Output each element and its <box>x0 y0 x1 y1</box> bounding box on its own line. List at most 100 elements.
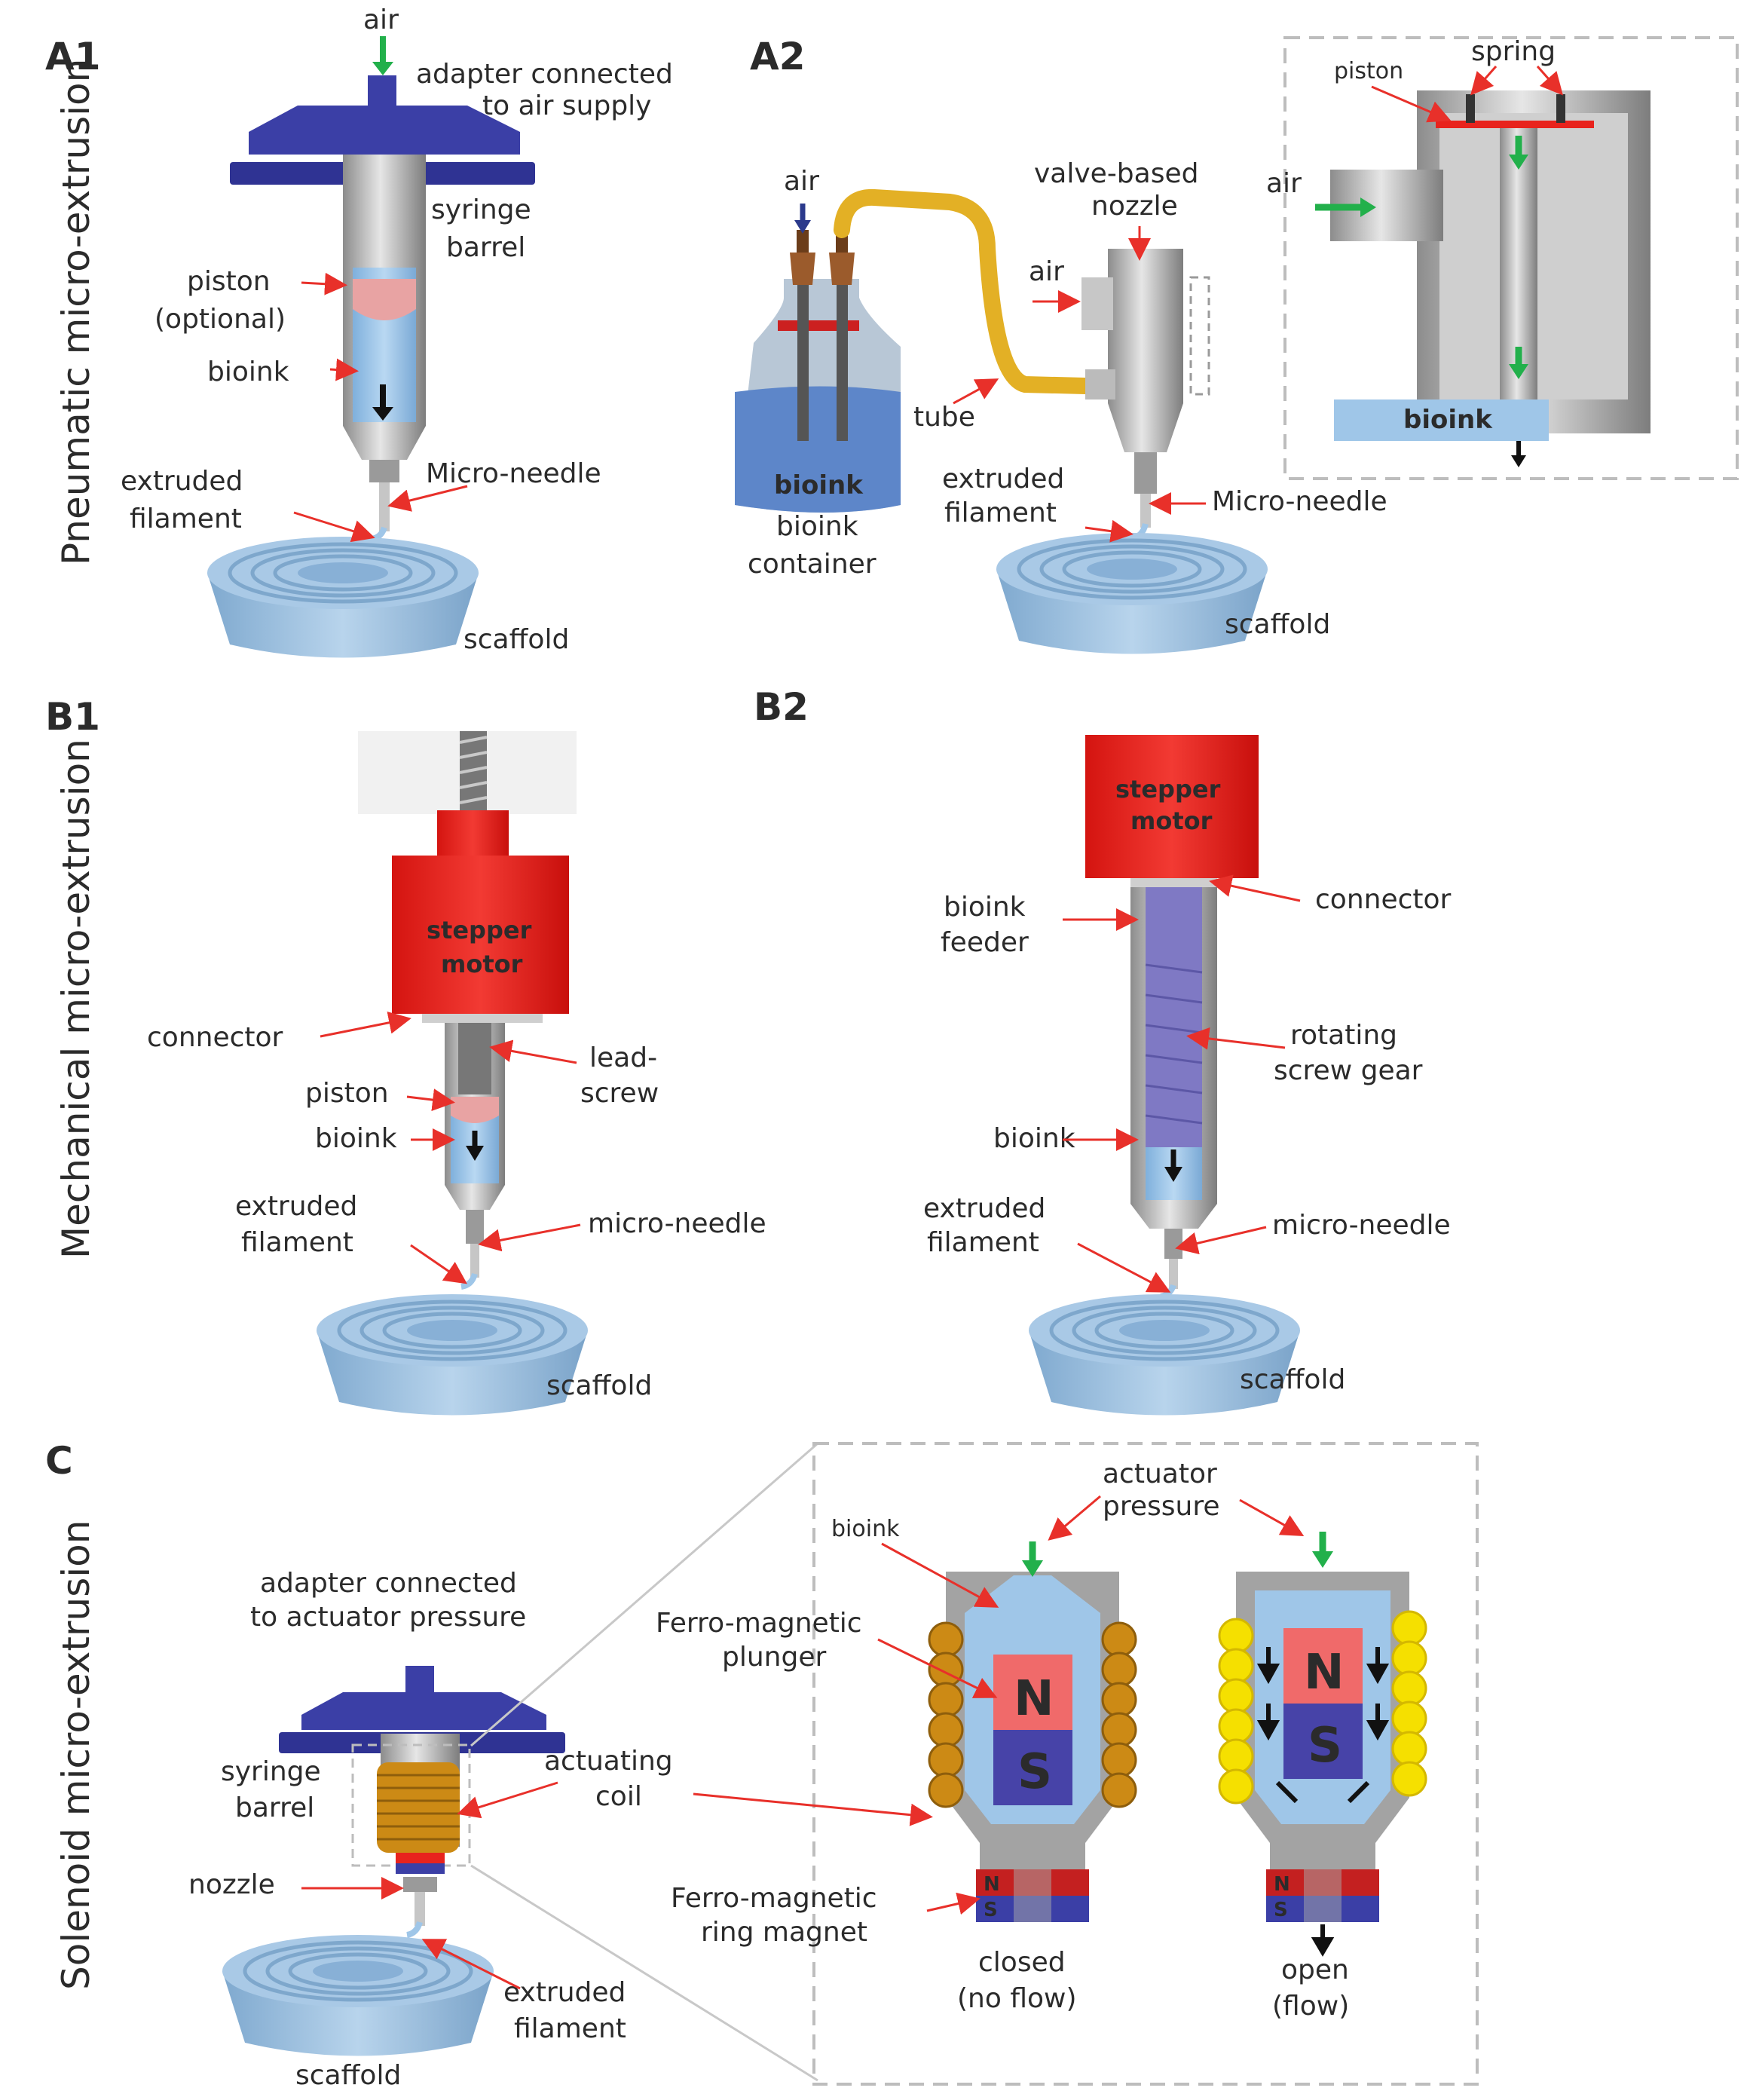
a2-valve-nozzle <box>1081 249 1210 541</box>
b1-micro-needle-label: micro-needle <box>588 1208 766 1239</box>
panel-label-a1: A1 <box>45 35 101 78</box>
c-coil-open-left <box>1218 1618 1254 1805</box>
a2-valve-label-1: valve-based <box>1034 158 1198 189</box>
c-coil-open-right <box>1391 1610 1427 1797</box>
c-valve-open: N S N S <box>1236 1532 1409 1957</box>
b2-extruded-label-1: extruded <box>923 1193 1045 1224</box>
c-extruded-label-1: extruded <box>503 1977 626 2008</box>
b2-feeder-label-1: bioink <box>944 892 1026 923</box>
c-closed-ring-north: N <box>984 1873 1000 1896</box>
c-open-ring-south: S <box>1274 1899 1288 1921</box>
b2-motor-text-2: motor <box>1130 807 1213 835</box>
b2-pointer-lines <box>1063 874 1301 1293</box>
a2-inset-piston-label: piston <box>1334 58 1403 84</box>
a2-container-label-1: bioink <box>776 511 858 542</box>
a2-air-side-label: air <box>1029 256 1064 287</box>
a1-piston-label-2: (optional) <box>154 304 286 335</box>
c-coil-label-2: coil <box>595 1781 642 1812</box>
b1-motor-text-1: stepper <box>427 916 532 944</box>
b1-motor-text-2: motor <box>441 950 523 978</box>
b1-lead-label-1: lead- <box>589 1042 657 1073</box>
a2-container-label-2: container <box>748 549 876 580</box>
c-adapter-label-2: to actuator pressure <box>250 1602 526 1633</box>
side-label-solenoid: Solenoid micro-extrusion <box>54 1520 98 1990</box>
c-extruded-label-2: filament <box>514 2013 626 2044</box>
b1-scaffold-label: scaffold <box>546 1370 652 1401</box>
c-closed-south: S <box>1017 1744 1052 1800</box>
b1-bioink-label: bioink <box>315 1123 397 1154</box>
c-scaffold <box>222 1935 494 2056</box>
b2-scaffold-label: scaffold <box>1240 1364 1345 1395</box>
panel-label-a2: A2 <box>750 35 806 78</box>
b2-extruded-label-2: filament <box>927 1227 1039 1258</box>
a2-inset-spring-label: spring <box>1471 36 1556 67</box>
b2-gear-label-2: screw gear <box>1274 1055 1423 1086</box>
c-inset-pointers <box>693 1495 1305 1915</box>
a1-bioink-label: bioink <box>207 357 289 387</box>
c-ring-label-1: Ferro-magnetic <box>671 1883 877 1914</box>
side-label-pneumatic: Pneumatic micro-extrusion <box>54 59 98 565</box>
panel-label-b2: B2 <box>754 685 809 729</box>
a2-extruded-label-1: extruded <box>942 464 1064 494</box>
a1-extruded-label-1: extruded <box>121 466 243 497</box>
b1-piston-label: piston <box>305 1078 389 1109</box>
a1-extruded-label-2: filament <box>130 504 242 534</box>
b2-bioink-label: bioink <box>993 1123 1075 1154</box>
c-open-south: S <box>1308 1718 1342 1774</box>
a2-inset-frame <box>1283 36 1739 480</box>
c-open-label-2: (flow) <box>1272 1991 1349 2022</box>
b1-extruded-label-1: extruded <box>235 1191 357 1222</box>
c-zoom-line-bottom <box>470 1864 818 2082</box>
c-syringe-label-1: syringe <box>221 1756 321 1787</box>
b1-mechanical-syringe: stepper motor <box>358 731 577 1290</box>
c-syringe-label-2: barrel <box>235 1792 314 1823</box>
a2-scaffold-label: scaffold <box>1225 609 1330 640</box>
a2-tube-label: tube <box>913 402 975 433</box>
b2-mechanical-screw: stepper motor <box>1085 735 1259 1299</box>
a2-inset-air-label: air <box>1266 168 1302 199</box>
c-zoom-line-top <box>470 1442 818 1747</box>
c-plunger-label-1: Ferro-magnetic <box>656 1608 862 1639</box>
a2-bioink-container: bioink <box>735 204 901 513</box>
c-coil-label-1: actuating <box>544 1746 673 1777</box>
b2-micro-needle-label: micro-needle <box>1272 1210 1451 1241</box>
panel-label-c: C <box>45 1439 73 1483</box>
a1-air-label: air <box>363 5 399 35</box>
c-actuator-label-2: pressure <box>1103 1491 1220 1522</box>
b1-connector-label: connector <box>147 1022 283 1053</box>
c-ring-label-2: ring magnet <box>701 1917 867 1948</box>
b2-gear-label-1: rotating <box>1290 1020 1397 1051</box>
c-open-label-1: open <box>1281 1955 1349 1985</box>
a1-syringe-label-1: syringe <box>431 194 531 225</box>
side-label-mechanical: Mechanical micro-extrusion <box>54 739 98 1259</box>
c-actuator-label-1: actuator <box>1103 1459 1217 1489</box>
c-coil-closed-right <box>1101 1621 1137 1808</box>
b1-pointer-lines <box>320 1011 581 1284</box>
a2-inset-valve-detail: bioink <box>1315 90 1651 467</box>
a2-pointer-lines <box>953 226 1206 543</box>
c-closed-north: N <box>1014 1671 1054 1727</box>
panel-label-b1: B1 <box>45 695 100 739</box>
b1-extruded-label-2: filament <box>241 1227 353 1258</box>
a2-extruded-label-2: filament <box>944 497 1057 528</box>
a2-air-top-label: air <box>784 166 819 197</box>
a1-adapter-label-2: to air supply <box>482 90 651 121</box>
b2-scaffold <box>1029 1294 1300 1416</box>
a1-piston-label-1: piston <box>187 266 271 297</box>
b1-lead-label-2: screw <box>580 1078 659 1109</box>
b2-connector-label: connector <box>1315 884 1452 915</box>
a2-inset-pointers <box>1371 66 1563 123</box>
a1-pneumatic-syringe <box>230 36 535 542</box>
a2-valve-label-2: nozzle <box>1091 191 1178 222</box>
c-open-ring-north: N <box>1274 1873 1290 1896</box>
c-closed-label-2: (no flow) <box>957 1983 1077 2014</box>
a2-bioink-in-container: bioink <box>774 470 864 501</box>
c-plunger-label-2: plunger <box>722 1642 826 1673</box>
b2-motor-text-1: stepper <box>1115 775 1221 804</box>
a2-inset-bioink-fill-label: bioink <box>1403 405 1493 435</box>
a1-pointer-lines <box>293 272 468 543</box>
c-valve-closed: N S N S <box>946 1541 1119 1922</box>
a2-micro-needle-label: Micro-needle <box>1212 486 1387 517</box>
a1-scaffold <box>207 537 479 658</box>
